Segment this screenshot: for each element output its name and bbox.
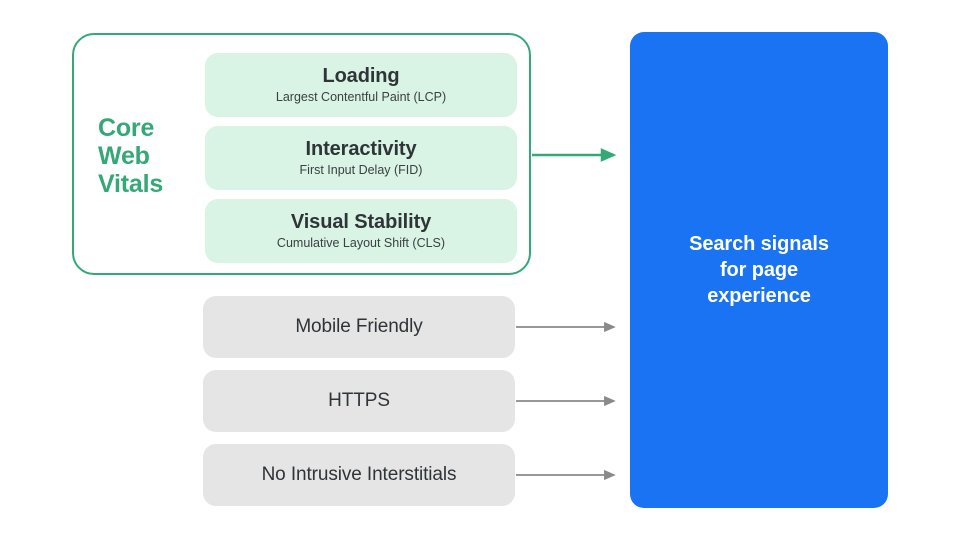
metric-card-visual-stability: Visual Stability Cumulative Layout Shift… (205, 199, 517, 263)
metric-subtitle-visual-stability: Cumulative Layout Shift (CLS) (276, 236, 446, 250)
metric-title-loading: Loading (322, 65, 400, 87)
signal-mobile-friendly: Mobile Friendly (203, 296, 515, 358)
signal-label-no-intrusive-interstitials: No Intrusive Interstitials (261, 464, 457, 485)
metric-card-interactivity: Interactivity First Input Delay (FID) (205, 126, 517, 190)
search-signals-label: Search signals for page experience (689, 233, 829, 307)
signal-label-mobile-friendly: Mobile Friendly (295, 316, 423, 337)
signal-label-https: HTTPS (328, 390, 390, 411)
metric-card-loading: Loading Largest Contentful Paint (LCP) (205, 53, 517, 117)
metric-title-interactivity: Interactivity (305, 138, 417, 160)
core-web-vitals-title: Core Web Vitals (98, 114, 164, 198)
signal-https: HTTPS (203, 370, 515, 432)
metric-subtitle-interactivity: First Input Delay (FID) (299, 163, 423, 177)
search-signals-box: Search signals for page experience (630, 32, 888, 508)
core-web-vitals-group: Core Web Vitals Loading Largest Contentf… (72, 33, 531, 275)
signal-no-intrusive-interstitials: No Intrusive Interstitials (203, 444, 515, 506)
metric-subtitle-loading: Largest Contentful Paint (LCP) (275, 90, 447, 104)
metric-title-visual-stability: Visual Stability (290, 211, 432, 233)
